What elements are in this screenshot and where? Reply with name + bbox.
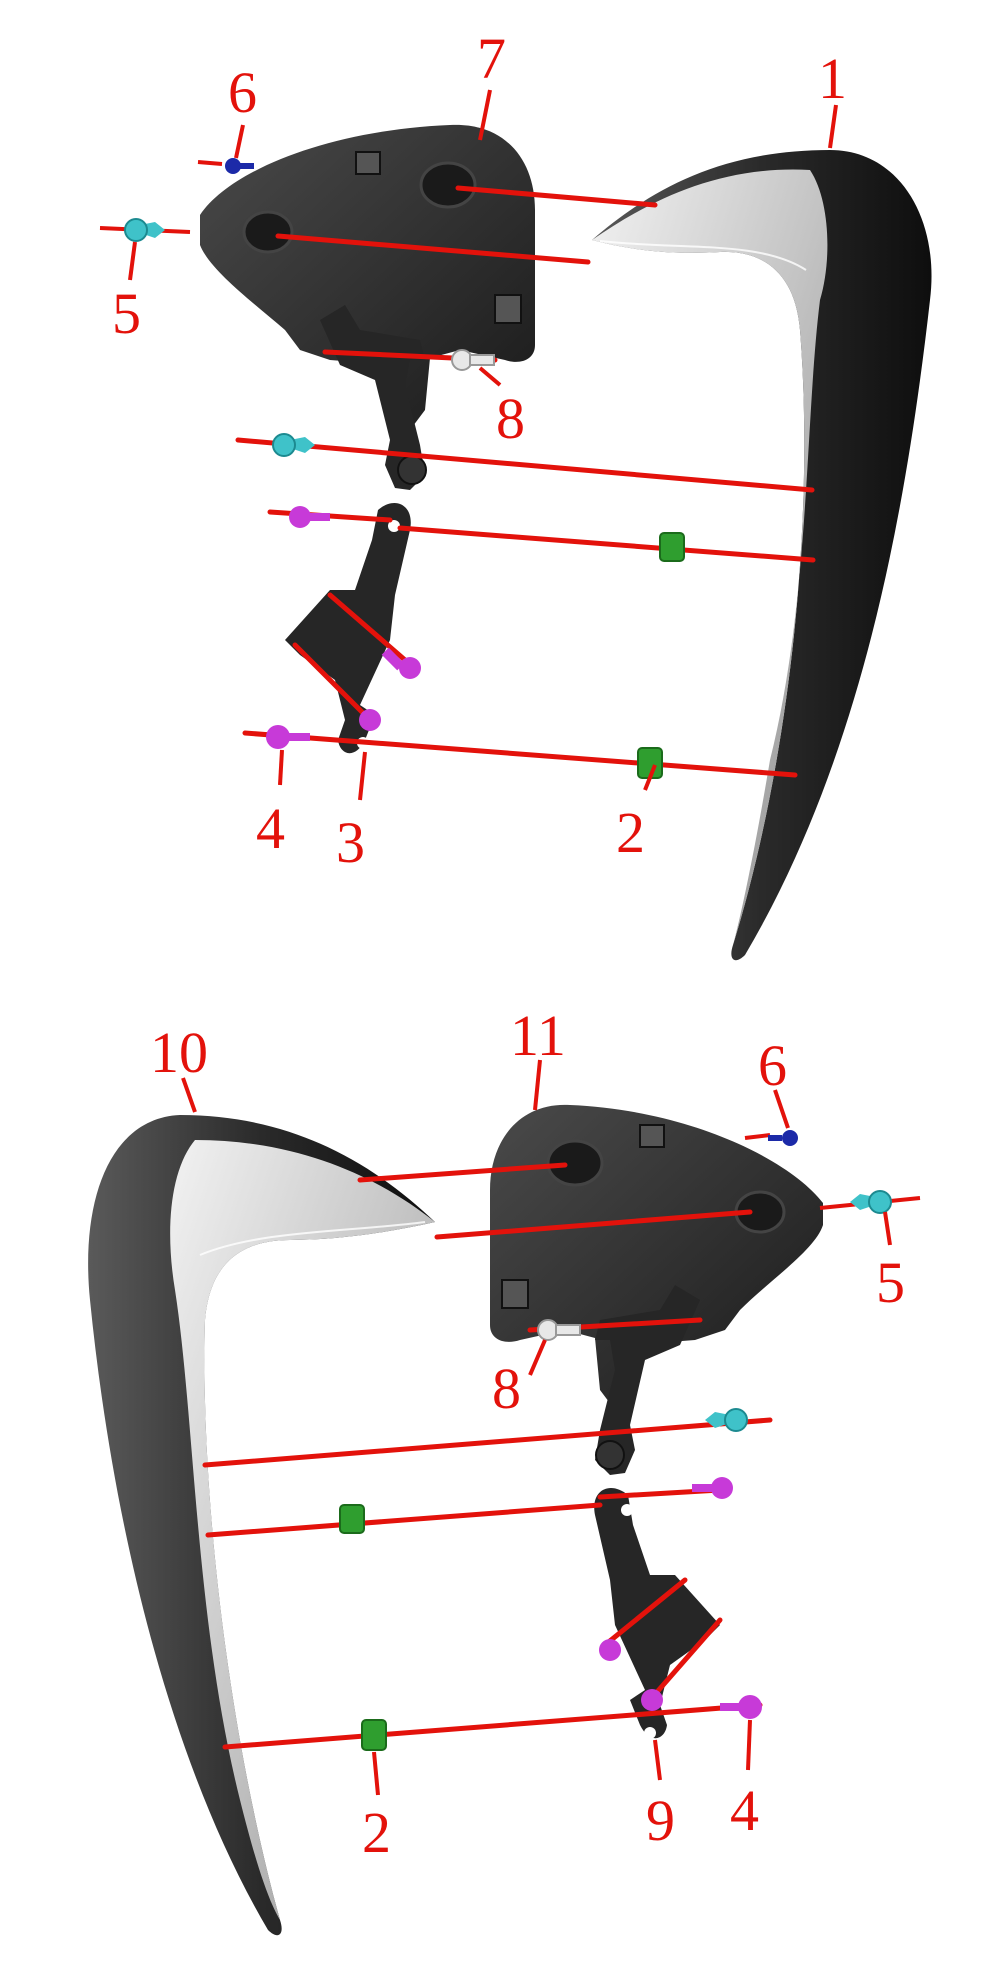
callout-8: 8 — [496, 386, 525, 451]
mounting-bracket-bottom — [490, 1104, 823, 1475]
callout-10: 10 — [150, 1020, 208, 1085]
callout-5: 5 — [112, 281, 141, 346]
screw-4c-icon — [359, 709, 381, 731]
callout-4: 4 — [256, 796, 285, 861]
fasteners-bottom — [339, 1130, 892, 1751]
screw-4a-icon — [289, 506, 330, 528]
clip-5-icon — [850, 1190, 892, 1214]
screw-4c-icon — [641, 1689, 663, 1711]
callout-2: 2 — [362, 1800, 391, 1865]
nut-2a-icon — [339, 1504, 365, 1534]
pin-6-icon — [768, 1130, 798, 1146]
callout-2: 2 — [616, 800, 645, 865]
nut-2-icon — [361, 1719, 387, 1751]
callout-4: 4 — [730, 1778, 759, 1843]
callout-9: 9 — [646, 1788, 675, 1853]
lower-bracket-3 — [285, 502, 411, 754]
pin-8-icon — [451, 349, 495, 371]
clip-5-icon — [124, 218, 165, 242]
top-assembly: 1 2 3 4 5 6 7 8 — [99, 26, 932, 961]
mounting-bracket-top — [200, 124, 535, 490]
clip-5b-icon — [705, 1408, 748, 1432]
callout-leaders-bottom — [181, 1059, 892, 1796]
callout-6: 6 — [228, 60, 257, 125]
pin-8-icon — [537, 1319, 581, 1341]
nut-2a-icon — [659, 532, 685, 562]
lower-bracket-9 — [594, 1487, 720, 1739]
callout-leaders-top — [128, 89, 838, 801]
screw-4-icon — [266, 725, 310, 749]
screw-4b-icon — [599, 1639, 621, 1661]
handle-left — [88, 1115, 435, 1936]
assembly-lines-bottom — [202, 1133, 921, 1750]
callout-6: 6 — [758, 1033, 787, 1098]
callout-11: 11 — [510, 1003, 566, 1068]
callout-1: 1 — [818, 46, 847, 111]
handle-right — [592, 150, 932, 961]
pin-6-icon — [225, 158, 254, 174]
screw-4a-icon — [692, 1477, 733, 1499]
clip-5b-icon — [272, 433, 315, 457]
screw-4-icon — [720, 1695, 762, 1719]
callout-7: 7 — [477, 26, 506, 91]
fasteners-top — [124, 158, 685, 779]
bottom-assembly: 10 11 6 5 8 2 9 4 — [88, 1003, 921, 1936]
callout-5: 5 — [876, 1250, 905, 1315]
callout-8: 8 — [492, 1356, 521, 1421]
callout-3: 3 — [336, 810, 365, 875]
screw-4b-icon — [381, 647, 421, 679]
